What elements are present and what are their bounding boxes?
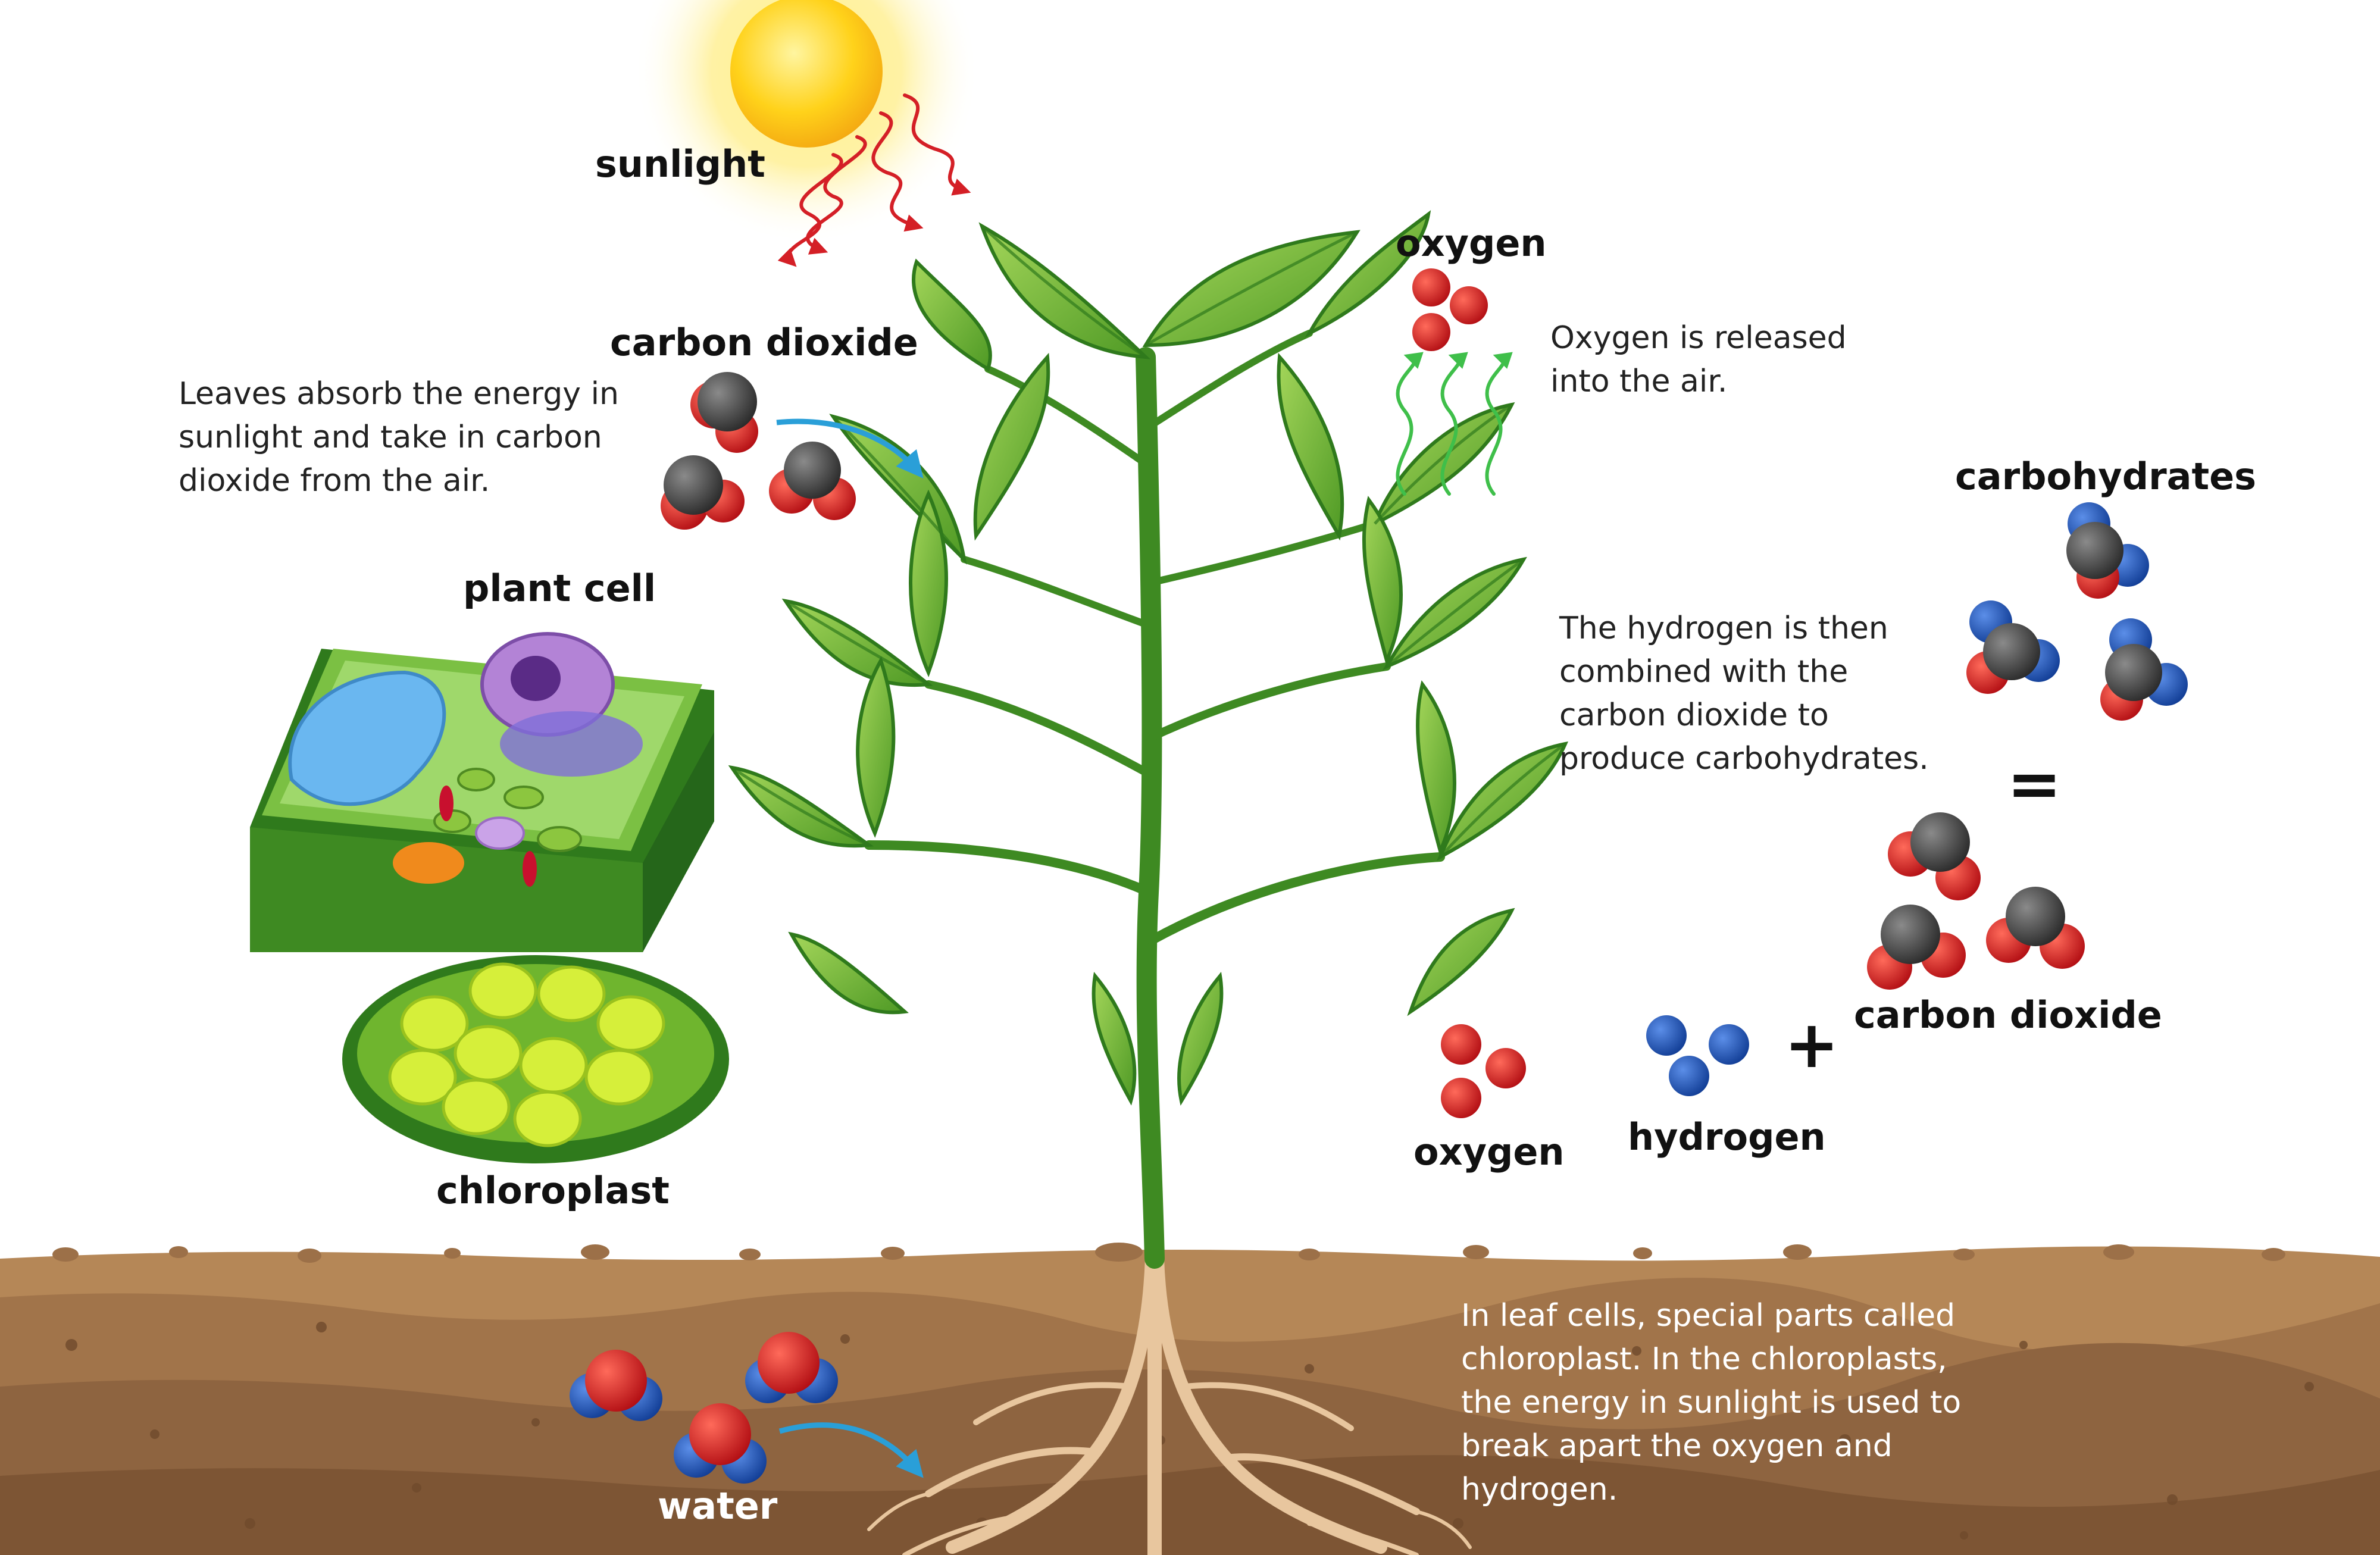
plus-sign: + [1784,1006,1840,1082]
label-sunlight: sunlight [595,142,765,186]
label-oxygen-top: oxygen [1396,221,1547,265]
label-carbon-dioxide-bottom: carbon dioxide [1854,993,2162,1037]
equals-sign: = [2007,746,2062,822]
roots [867,1251,1472,1555]
sun [634,0,979,244]
text-leaf-cells: In leaf cells, special parts called chlo… [1461,1298,1962,1507]
carbon-dioxide-molecules-top [661,372,856,530]
carbon-dioxide-molecules-right [1867,812,2085,990]
co2-arrow [776,418,924,478]
vacuole [288,670,446,806]
label-carbon-dioxide-top: carbon dioxide [610,321,918,364]
soil [0,1243,2380,1555]
sunlight-rays [777,93,971,267]
label-hydrogen: hydrogen [1628,1115,1826,1159]
plant-cell [250,632,714,952]
chloroplast-organelle [342,955,729,1163]
oxygen-release-arrows [1396,352,1513,496]
hydrogen-molecules [1646,1015,1749,1096]
text-oxygen-released: Oxygen is released into the air. [1550,320,1847,399]
plant-stem [864,330,1445,1269]
water-molecules [570,1332,838,1484]
oxygen-molecules-top [1412,268,1488,351]
text-hydrogen-combined: The hydrogen is then combined with the c… [1559,611,1929,777]
oxygen-molecules-bottom [1441,1024,1526,1118]
label-carbohydrates: carbohydrates [1955,455,2257,498]
text-leaves-absorb: Leaves absorb the energy in sunlight and… [179,376,619,499]
carbohydrate-molecules [1966,502,2188,721]
label-water: water [658,1484,778,1528]
label-plant-cell: plant cell [463,567,656,610]
label-chloroplast: chloroplast [436,1169,670,1212]
water-arrow [778,1422,924,1478]
label-oxygen-bottom: oxygen [1413,1130,1565,1174]
